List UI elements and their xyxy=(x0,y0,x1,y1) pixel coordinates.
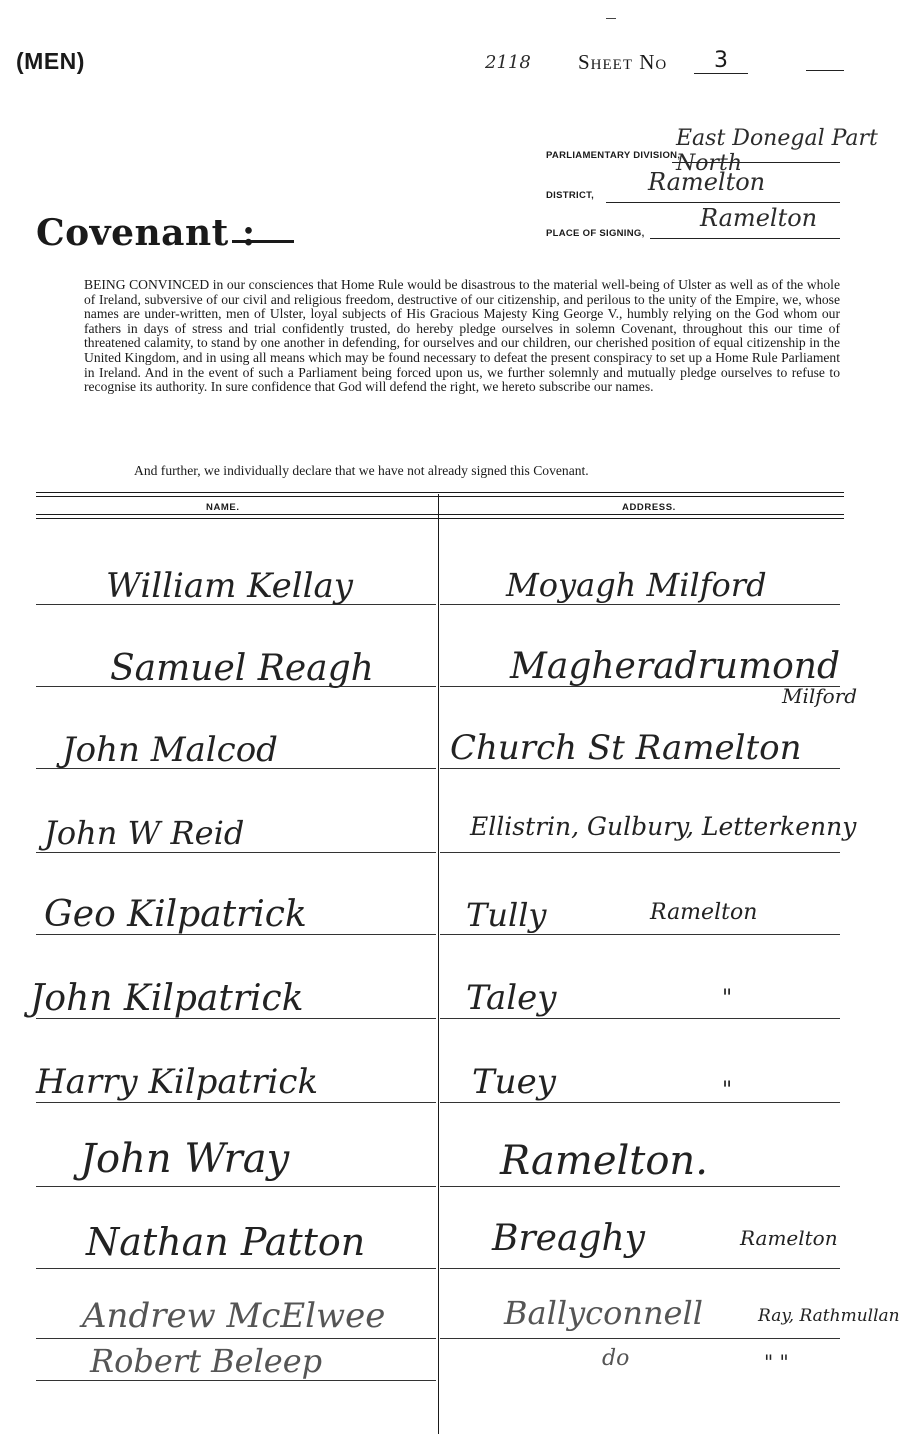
signer-name: John Kilpatrick xyxy=(30,978,304,1019)
signer-address: Ballyconnell xyxy=(504,1294,703,1332)
sheet-label: Sheet No xyxy=(578,50,668,74)
row-line xyxy=(440,604,840,605)
place-line xyxy=(650,238,840,239)
row-line xyxy=(440,852,840,853)
row-line xyxy=(36,686,436,687)
row-line xyxy=(36,852,436,853)
row-line xyxy=(36,1102,436,1103)
signer-address: Moyagh Milford xyxy=(506,566,767,604)
signer-address-note: " " xyxy=(764,1350,789,1374)
row-line xyxy=(440,1268,840,1269)
row-line xyxy=(36,604,436,605)
section-label: (MEN) xyxy=(16,48,85,74)
table-header-rule-2 xyxy=(36,518,844,519)
signer-address-note: " xyxy=(722,1078,733,1103)
row-line xyxy=(36,1380,436,1381)
reference-number: 2118 xyxy=(485,52,531,73)
covenant-title: Covenant : xyxy=(36,212,256,254)
district-value: Ramelton xyxy=(648,168,766,196)
signer-address: Tuey xyxy=(472,1062,556,1102)
signer-name: John W Reid xyxy=(44,814,245,852)
signer-address-note: " xyxy=(722,986,733,1011)
division-label: PARLIAMENTARY DIVISION, xyxy=(546,150,681,161)
signer-address-note: Ramelton xyxy=(740,1226,838,1250)
sheet-blank-line xyxy=(806,70,844,71)
signer-name: Andrew McElwee xyxy=(82,1296,386,1336)
top-mark xyxy=(606,18,616,19)
district-label: DISTRICT, xyxy=(546,190,595,201)
signer-name: John Wray xyxy=(80,1136,290,1182)
signer-address: Ellistrin, Gulbury, Letterkenny xyxy=(470,812,857,841)
row-line xyxy=(440,686,840,687)
signer-name: Harry Kilpatrick xyxy=(36,1062,319,1102)
division-value: East Donegal Part North xyxy=(676,126,878,176)
row-line xyxy=(440,1186,840,1187)
declaration-text: And further, we individually declare tha… xyxy=(134,463,589,478)
signer-name: Samuel Reagh xyxy=(110,648,374,689)
row-line xyxy=(36,1018,436,1019)
signer-name: William Kellay xyxy=(106,566,353,606)
signer-name: John Malcod xyxy=(62,730,278,770)
signer-address-note: Ray, Rathmullan xyxy=(758,1306,900,1326)
address-column-header: ADDRESS. xyxy=(622,502,676,513)
row-line xyxy=(440,1018,840,1019)
signer-address: Ramelton. xyxy=(500,1138,708,1184)
signer-name: Nathan Patton xyxy=(86,1220,366,1264)
row-line xyxy=(440,1102,840,1103)
division-line xyxy=(672,162,840,163)
signer-name: Robert Beleep xyxy=(90,1342,323,1380)
row-line xyxy=(36,768,436,769)
row-line xyxy=(440,1338,840,1339)
signer-address: Breaghy xyxy=(492,1218,645,1259)
column-divider xyxy=(438,494,439,1434)
place-value: Ramelton xyxy=(700,204,818,232)
sheet-number: 3 xyxy=(694,48,748,74)
signer-address: do xyxy=(602,1346,630,1371)
row-line xyxy=(36,934,436,935)
table-header-rule xyxy=(36,514,844,515)
signer-address: Magheradrumond xyxy=(510,646,841,687)
district-line xyxy=(606,202,840,203)
covenant-text: BEING CONVINCED in our consciences that … xyxy=(84,277,840,395)
row-line xyxy=(440,768,840,769)
signer-address: Taley xyxy=(466,978,557,1018)
row-line xyxy=(36,1268,436,1269)
signer-address: Church St Ramelton xyxy=(450,728,802,768)
place-label: PLACE OF SIGNING, xyxy=(546,228,645,239)
row-line xyxy=(36,1186,436,1187)
table-top-rule xyxy=(36,492,844,493)
name-column-header: NAME. xyxy=(206,502,240,513)
title-dash xyxy=(232,240,294,243)
signer-address-note: Ramelton xyxy=(650,900,758,925)
table-top-rule-2 xyxy=(36,496,844,497)
row-line xyxy=(440,934,840,935)
signer-address-note: Milford xyxy=(782,684,858,708)
row-line xyxy=(36,1338,436,1339)
signer-name: Geo Kilpatrick xyxy=(44,894,307,935)
signer-address: Tully xyxy=(466,896,547,934)
